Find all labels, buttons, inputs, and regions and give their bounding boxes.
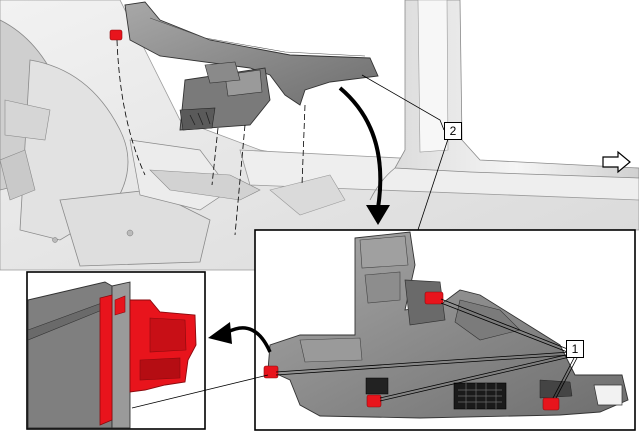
detail-box-panel bbox=[254, 229, 636, 431]
detail-box-clip bbox=[26, 271, 269, 430]
clip-detail-left bbox=[263, 365, 279, 379]
clip-detail-lower bbox=[366, 394, 382, 408]
callout-2: 2 bbox=[444, 122, 462, 140]
transfer-arrow bbox=[338, 86, 390, 225]
callout-1: 1 bbox=[566, 340, 584, 358]
clip-top bbox=[109, 29, 123, 41]
curved-arrow-icon bbox=[208, 322, 272, 353]
clip-closeup-base bbox=[99, 294, 113, 426]
clip-detail-upper bbox=[424, 291, 444, 305]
trim-panel-upper bbox=[109, 1, 379, 236]
outline-arrow-right-icon bbox=[602, 150, 631, 174]
clip-detail-right bbox=[542, 397, 560, 411]
